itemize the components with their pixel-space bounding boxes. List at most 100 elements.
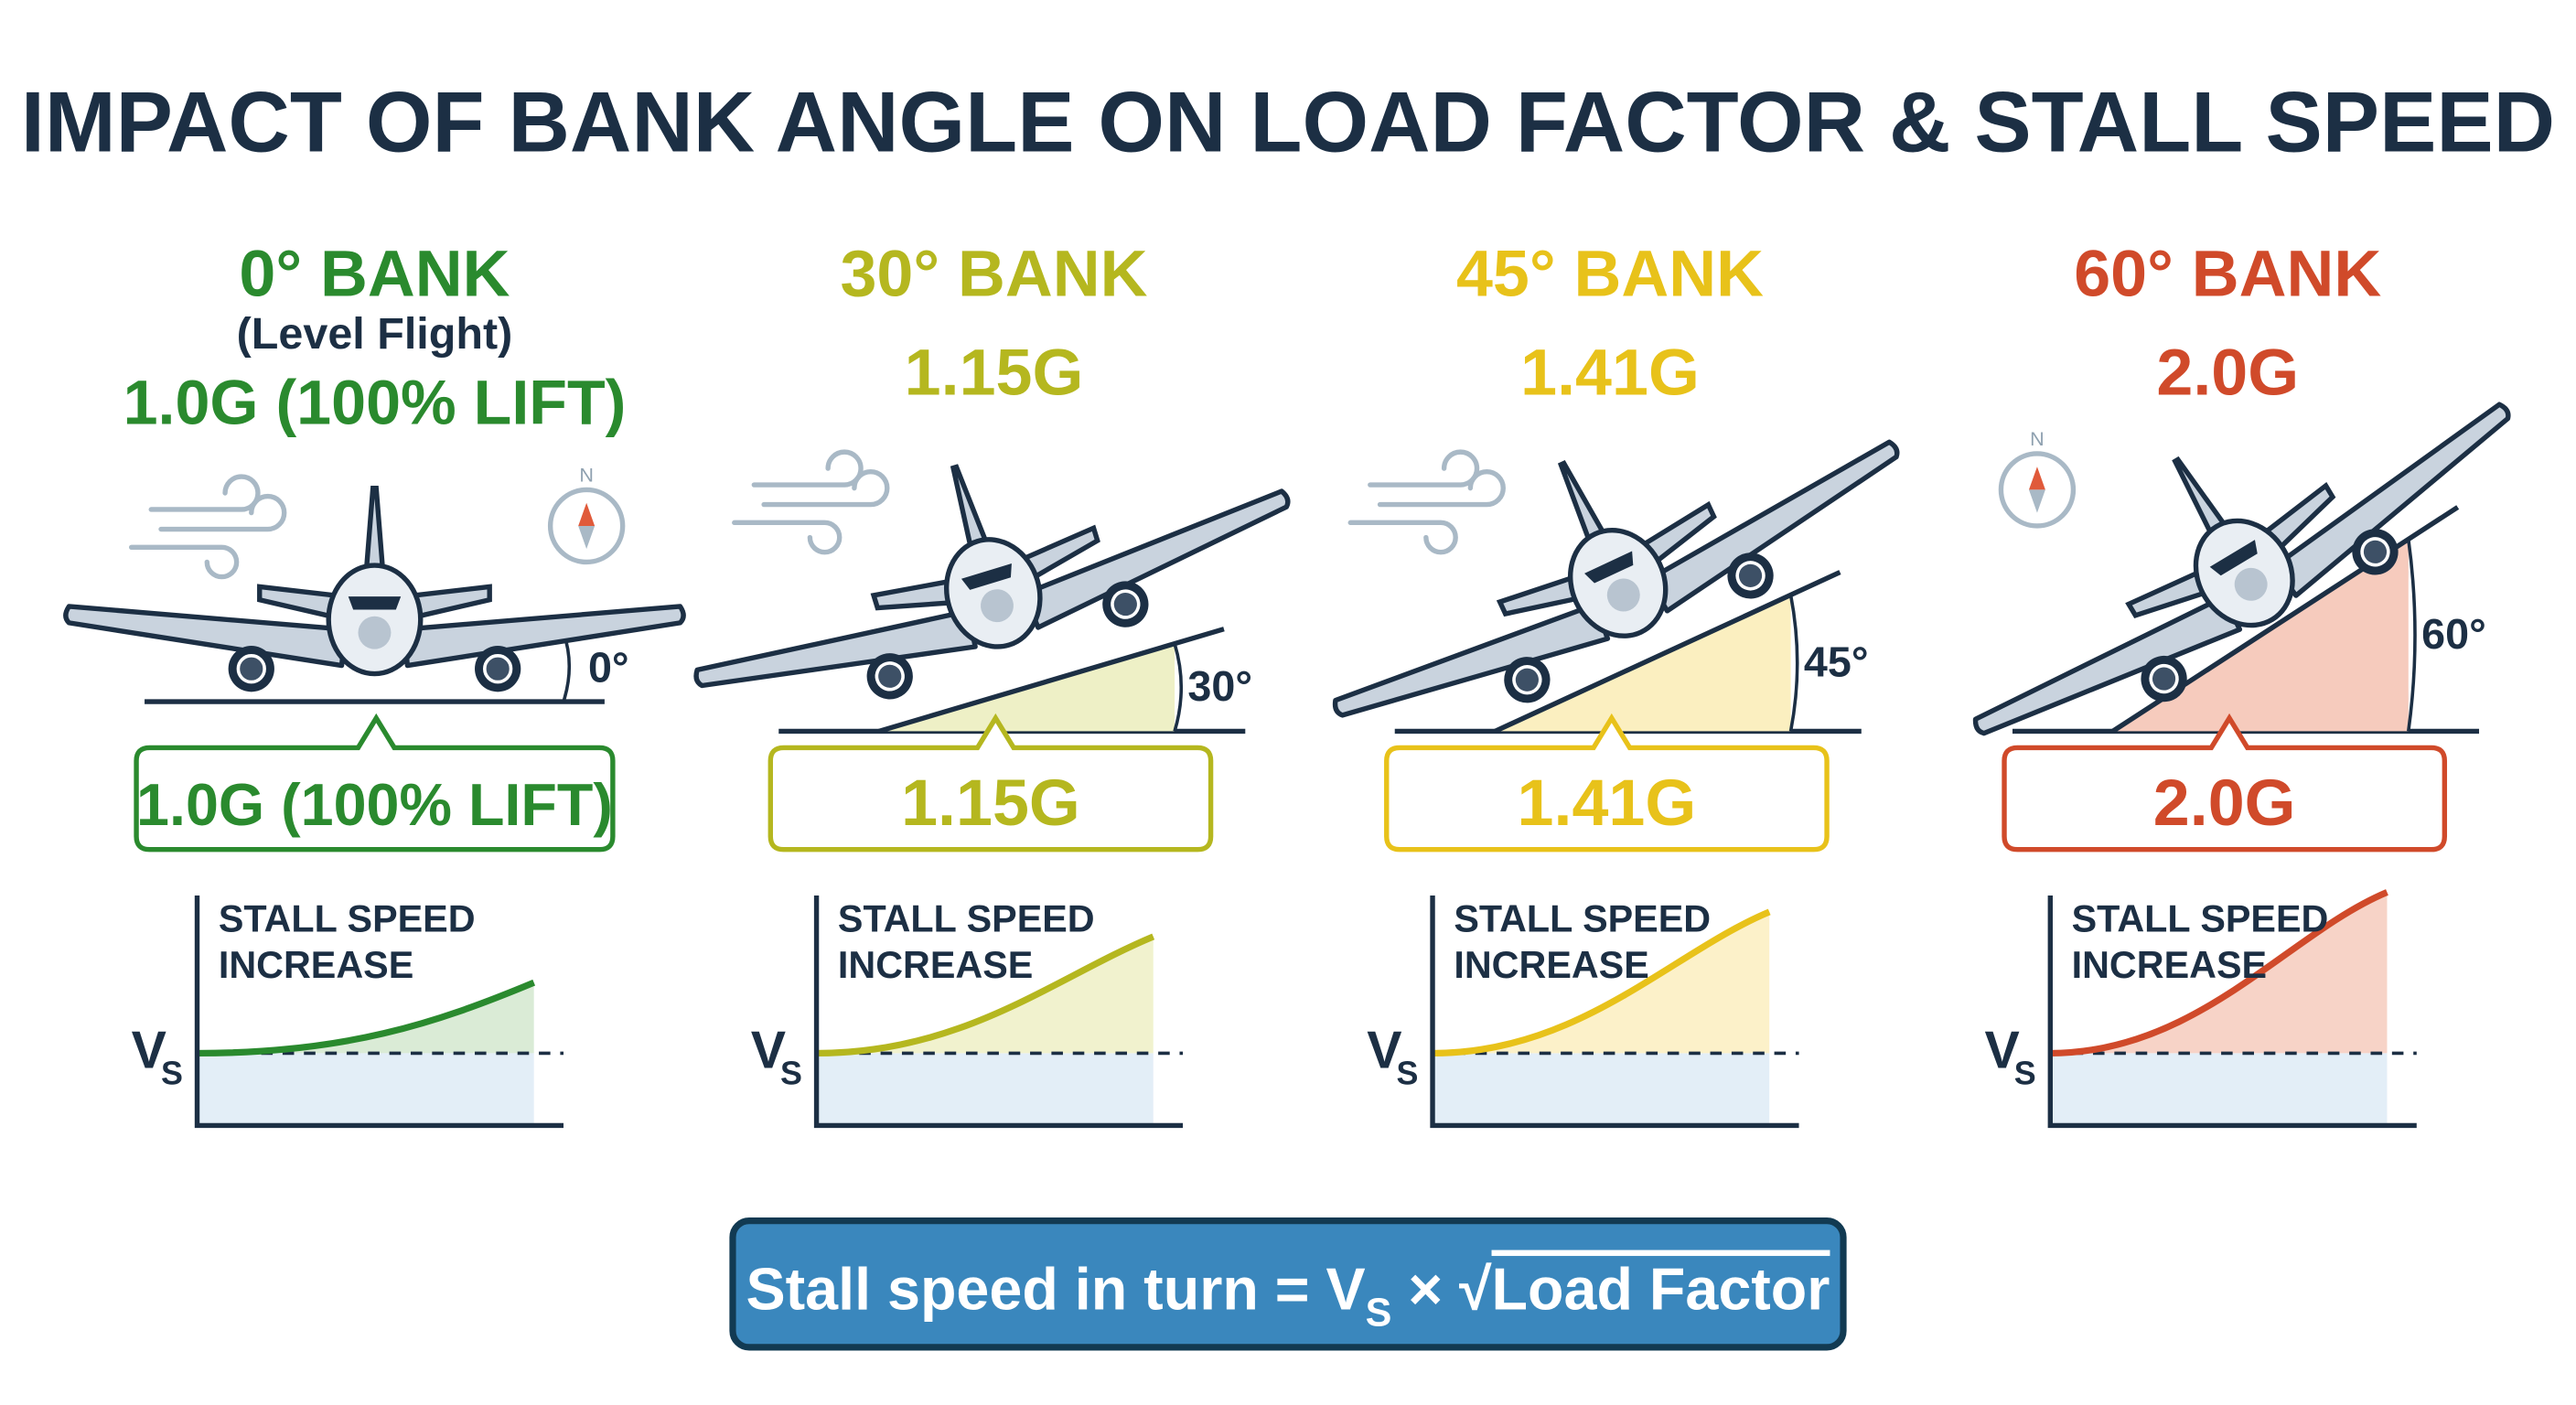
engine-fan	[1111, 589, 1141, 619]
stall-speed-curve	[1433, 908, 1771, 1057]
engine-fan	[2149, 663, 2179, 694]
stall-increase-area	[1433, 911, 1770, 1054]
compass-ring	[547, 487, 626, 565]
engine-fan	[483, 654, 513, 684]
panel-heading: 0° BANK	[239, 238, 510, 311]
tail-fin	[363, 485, 386, 574]
load-factor-label: 1.15G	[905, 336, 1084, 409]
vs-band	[2050, 1053, 2388, 1126]
vs-subscript: S	[1397, 1055, 1419, 1092]
angle-label: 60°	[2421, 610, 2486, 658]
compass-north-label: N	[579, 463, 594, 486]
wind-line	[1368, 449, 1480, 488]
formula-radicand: Load Factor	[1492, 1256, 1830, 1323]
formula-text: Stall speed in turn = VS × √Load Factor	[746, 1256, 1830, 1335]
airplane-icon	[63, 485, 686, 692]
chart-axes	[813, 896, 1184, 1129]
nose-cone	[2234, 567, 2268, 601]
vs-label: V	[1984, 1022, 2019, 1080]
panel-subheading: (Level Flight)	[237, 309, 513, 359]
cockpit-windows	[961, 563, 1012, 590]
vs-subscript: S	[2014, 1055, 2036, 1092]
callout-value: 1.41G	[1518, 767, 1697, 840]
stall-speed-curve	[197, 979, 536, 1057]
bank-reference-line	[1494, 570, 1841, 734]
cockpit-windows	[348, 596, 402, 610]
right-wing	[1646, 439, 1900, 614]
left-wing	[1332, 602, 1611, 718]
left-wing	[693, 608, 978, 689]
left-wing	[63, 604, 348, 669]
formula-prefix: Stall speed in turn = V	[746, 1256, 1366, 1323]
chart-label-line1: STALL SPEED	[1454, 898, 1711, 940]
chart-axes	[2047, 896, 2417, 1129]
angle-arc	[2407, 539, 2417, 732]
wind-line	[128, 544, 240, 580]
vs-label: V	[1367, 1022, 1401, 1080]
wind-line	[751, 449, 864, 488]
load-factor-callout	[2002, 713, 2448, 853]
load-factor-callout	[1384, 713, 1830, 853]
tail-fin	[1557, 459, 1608, 546]
stall-increase-area	[816, 936, 1154, 1054]
vs-label: V	[132, 1022, 166, 1080]
compass-needle-north	[2028, 467, 2045, 490]
angle-arc	[1173, 643, 1184, 732]
bank-panel: 0° BANK(Level Flight) 1.0G (100% LIFT) N 0°…	[63, 238, 686, 1129]
wind-line	[1377, 468, 1506, 508]
vs-subscript: S	[161, 1055, 183, 1092]
wind-line	[1347, 520, 1458, 555]
compass-ring	[1998, 451, 2077, 529]
formula-times: ×	[1391, 1256, 1459, 1323]
chart-label-line2: INCREASE	[219, 944, 413, 986]
page-title: IMPACT OF BANK ANGLE ON LOAD FACTOR & ST…	[21, 73, 2555, 169]
sqrt-symbol: √	[1459, 1256, 1492, 1323]
compass-north-label: N	[2030, 427, 2045, 450]
angle-label: 0°	[588, 644, 629, 692]
chart-label-line2: INCREASE	[1454, 944, 1648, 986]
compass-icon: N	[547, 463, 626, 565]
angle-arc	[1788, 595, 1799, 732]
stall-increase-area	[2050, 892, 2388, 1054]
callout-value: 1.0G (100% LIFT)	[136, 771, 613, 838]
stall-speed-curve	[816, 933, 1155, 1057]
tail-fin	[950, 464, 991, 552]
formula-subscript: S	[1366, 1292, 1392, 1335]
formula-box: Stall speed in turn = VS × √Load Factor	[729, 1217, 1847, 1351]
compass-needle-south	[578, 525, 596, 550]
engine-fan	[236, 654, 266, 684]
stall-increase-area	[197, 982, 534, 1054]
vs-band	[197, 1053, 534, 1126]
nose-cone	[981, 589, 1014, 623]
load-factor-label: 2.0G	[2156, 336, 2299, 409]
panel-heading: 60° BANK	[2074, 238, 2381, 311]
wind-line	[761, 468, 890, 508]
right-wing	[402, 604, 686, 669]
compass-needle-north	[578, 502, 596, 526]
chart-label-line1: STALL SPEED	[838, 898, 1095, 940]
vs-subscript: S	[780, 1055, 802, 1092]
stall-speed-curve	[2050, 889, 2388, 1057]
chart-label-line1: STALL SPEED	[2072, 898, 2329, 940]
engine-fan	[1512, 665, 1542, 695]
panels: 0° BANK(Level Flight) 1.0G (100% LIFT) N 0°…	[63, 238, 2511, 1129]
bank-reference-line	[878, 627, 1225, 735]
chart-axes	[194, 896, 564, 1129]
load-factor-label: 1.41G	[1520, 336, 1700, 409]
chart-label-line2: INCREASE	[838, 944, 1033, 986]
chart-axes	[1430, 896, 1799, 1129]
compass-icon: N	[1998, 427, 2077, 529]
panel-heading: 30° BANK	[840, 238, 1147, 311]
angle-label: 30°	[1187, 662, 1252, 710]
load-factor-callout	[767, 713, 1214, 853]
vs-band	[816, 1053, 1154, 1126]
engine-fan	[2360, 537, 2390, 567]
chart-label-line2: INCREASE	[2072, 944, 2267, 986]
vs-label: V	[751, 1022, 786, 1080]
right-wing	[1022, 488, 1291, 630]
cockpit-windows	[2209, 540, 2258, 576]
airplane-icon	[1972, 402, 2511, 736]
